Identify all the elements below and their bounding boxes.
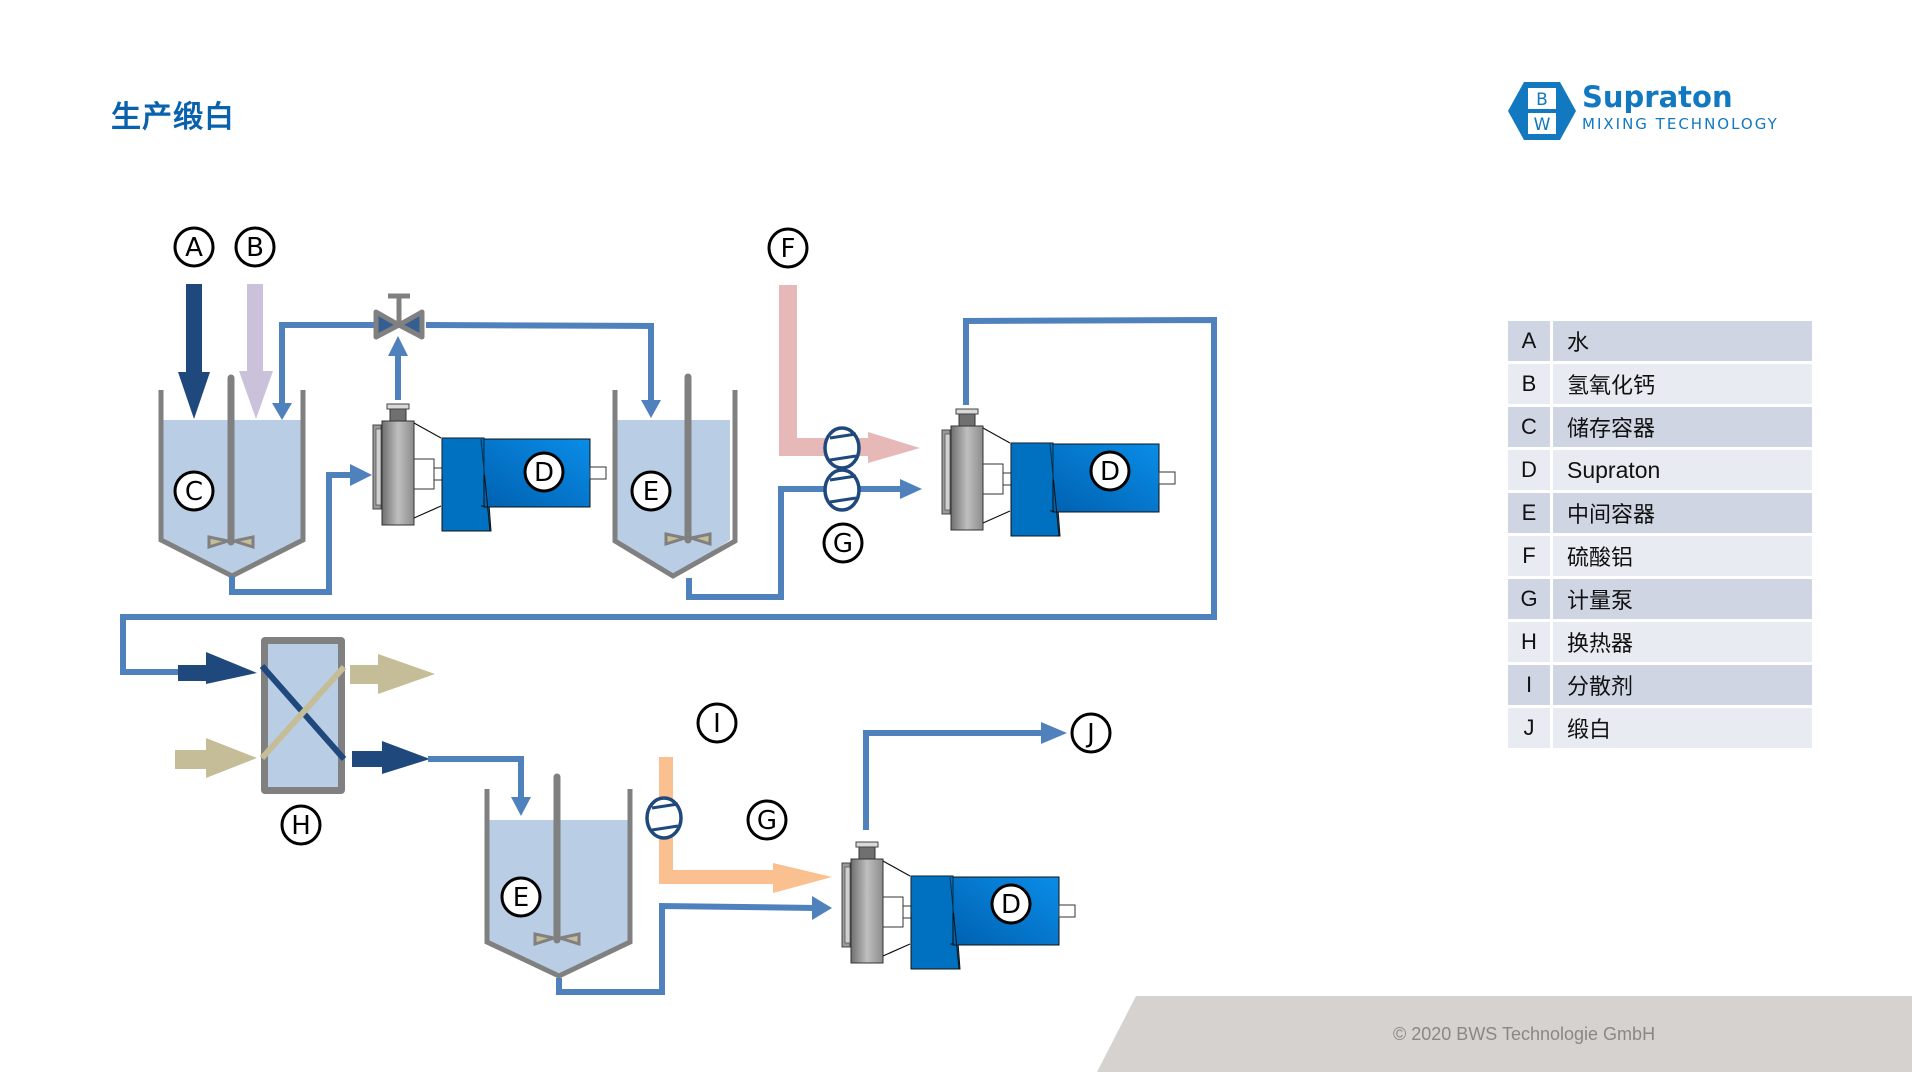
water-inlet-arrow — [178, 284, 210, 419]
bws-hexagon-logo-icon: B W — [1508, 82, 1576, 140]
legend-row: H 换热器 — [1508, 622, 1812, 662]
svg-text:H: H — [291, 811, 311, 841]
label-e-2: E — [500, 876, 542, 918]
legend-label: 换热器 — [1553, 622, 1812, 662]
svg-text:E: E — [513, 883, 529, 913]
logo-name: Supraton — [1582, 80, 1733, 114]
svg-text:B: B — [246, 233, 264, 263]
label-i: I — [696, 702, 738, 744]
label-h: H — [280, 804, 322, 846]
legend-key: H — [1508, 622, 1550, 662]
legend-row: F 硫酸铝 — [1508, 536, 1812, 576]
label-e-1: E — [630, 470, 672, 512]
pipe-c-to-pump — [229, 464, 372, 595]
label-d-1: D — [523, 451, 565, 493]
label-a: A — [173, 226, 215, 268]
intermediate-tank-e-1 — [612, 373, 738, 579]
legend-label: 分散剂 — [1553, 665, 1812, 705]
legend-row: D Supraton — [1508, 450, 1812, 490]
legend-row: B 氢氧化钙 — [1508, 364, 1812, 404]
legend-row: A 水 — [1508, 321, 1812, 361]
supraton-pump-1 — [372, 403, 607, 532]
label-g-1: G — [822, 522, 864, 564]
svg-text:D: D — [1100, 457, 1120, 487]
svg-text:F: F — [781, 234, 796, 264]
calcium-hydroxide-inlet-arrow — [239, 284, 273, 419]
label-c: C — [173, 470, 215, 512]
legend-label: 中间容器 — [1553, 493, 1812, 533]
supraton-pump-3 — [841, 841, 1076, 970]
pipe-e-to-pump-2 — [686, 479, 922, 600]
legend-key: A — [1508, 321, 1550, 361]
legend-row: G 计量泵 — [1508, 579, 1812, 619]
legend-label: 氢氧化钙 — [1553, 364, 1812, 404]
metering-pump-g-2 — [823, 468, 861, 512]
supraton-pump-2 — [941, 408, 1176, 537]
legend-key: D — [1508, 450, 1550, 490]
logo-tagline: MIXING TECHNOLOGY — [1582, 115, 1779, 133]
svg-text:J: J — [1085, 719, 1095, 749]
legend-label: 缎白 — [1553, 708, 1812, 748]
legend-label: Supraton — [1553, 450, 1812, 490]
legend-label: 硫酸铝 — [1553, 536, 1812, 576]
pipe-pump-2-to-heat-exchanger — [120, 316, 1217, 675]
svg-text:E: E — [643, 477, 659, 507]
legend-key: G — [1508, 579, 1550, 619]
svg-text:C: C — [185, 477, 203, 507]
logo-letter-b: B — [1536, 90, 1548, 110]
valve-icon — [373, 293, 425, 400]
pipe-tank-e-to-pump-3 — [556, 896, 832, 995]
svg-text:I: I — [713, 709, 721, 739]
legend-row: J 缎白 — [1508, 708, 1812, 748]
copyright-text: © 2020 BWS Technologie GmbH — [1393, 1024, 1656, 1044]
recirculation-line — [272, 322, 661, 420]
logo-letter-w: W — [1534, 115, 1551, 135]
legend-row: I 分散剂 — [1508, 665, 1812, 705]
label-f: F — [767, 227, 809, 269]
legend-key: C — [1508, 407, 1550, 447]
svg-text:D: D — [1001, 890, 1021, 920]
label-b: B — [234, 226, 276, 268]
metering-pump-g-1 — [823, 426, 861, 470]
legend-row: E 中间容器 — [1508, 493, 1812, 533]
svg-text:A: A — [185, 233, 203, 263]
company-logo: B W Supraton MIXING TECHNOLOGY — [1506, 78, 1796, 144]
legend-label: 水 — [1553, 321, 1812, 361]
label-d-2: D — [1089, 450, 1131, 492]
footer-band — [1097, 996, 1912, 1072]
label-g-2: G — [746, 799, 788, 841]
heat-exchanger-h — [175, 637, 531, 816]
svg-text:G: G — [757, 806, 777, 836]
intermediate-tank-e-2 — [484, 773, 633, 979]
legend-key: I — [1508, 665, 1550, 705]
legend-key: F — [1508, 536, 1550, 576]
label-j: J — [1070, 712, 1112, 754]
svg-text:D: D — [534, 458, 554, 488]
legend-table: A 水 B 氢氧化钙 C 储存容器 D Supraton E 中间容器 F 硫酸… — [1508, 321, 1812, 751]
legend-key: B — [1508, 364, 1550, 404]
svg-text:G: G — [833, 529, 853, 559]
pipe-pump-3-to-output — [863, 722, 1067, 830]
legend-row: C 储存容器 — [1508, 407, 1812, 447]
metering-pump-g-3 — [645, 796, 683, 840]
legend-label: 计量泵 — [1553, 579, 1812, 619]
legend-key: E — [1508, 493, 1550, 533]
legend-label: 储存容器 — [1553, 407, 1812, 447]
label-d-3: D — [990, 883, 1032, 925]
page-title: 生产缎白 — [111, 100, 235, 135]
legend-key: J — [1508, 708, 1550, 748]
